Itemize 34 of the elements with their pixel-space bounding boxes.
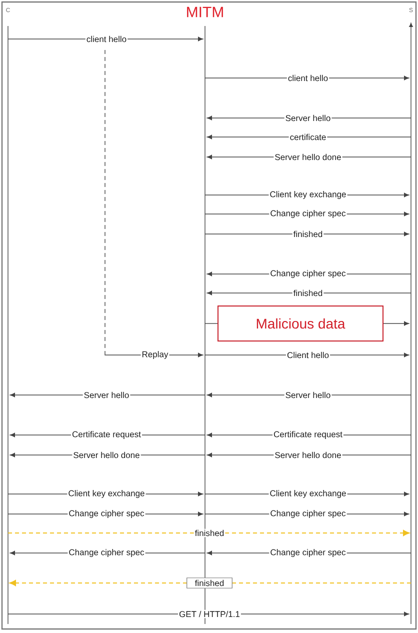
arrow: [9, 580, 412, 586]
edge-label: Server hello done: [274, 152, 342, 162]
edge-label: Client key exchange: [67, 489, 146, 499]
title: MITM: [187, 6, 223, 18]
edge-label: Server hello: [284, 114, 332, 122]
edge-label: Change cipher spec: [68, 509, 146, 519]
edge-label: client hello: [286, 74, 330, 82]
edge-label: finished: [194, 528, 226, 538]
edge-label: Server hello done: [274, 450, 342, 460]
edge-label: certificate: [288, 132, 328, 142]
edge-label: Change cipher spec: [68, 548, 146, 558]
edge-label: Change cipher spec: [269, 509, 347, 519]
data-box: Malicious data: [218, 306, 384, 342]
edge-label: Server hello done: [72, 450, 141, 460]
edge-label: finished: [186, 578, 232, 588]
edge-label: Change cipher spec: [269, 269, 347, 279]
edge-label: Change cipher spec: [269, 548, 347, 558]
lifeline: [204, 26, 206, 624]
edge-label: Client hello: [286, 350, 330, 360]
arrow: [104, 50, 204, 358]
edge-label: Change cipher spec: [269, 209, 347, 219]
edge-label: Server hello: [284, 390, 332, 400]
edge-label: Certificate request: [272, 430, 344, 440]
edge-label: finished: [292, 288, 324, 298]
arrow: [383, 321, 410, 326]
edge-label: Server hello: [82, 390, 130, 400]
edge-label: GET / HTTP/1.1: [178, 610, 241, 618]
arrow: [8, 530, 410, 536]
edge-label: finished: [292, 230, 324, 238]
edge-label: Client key exchange: [268, 489, 348, 499]
edge-label: Replay: [140, 350, 170, 360]
edge-label: Certificate request: [71, 430, 142, 440]
edge-label: client hello: [85, 34, 128, 44]
edge-label: Client key exchange: [268, 190, 348, 200]
